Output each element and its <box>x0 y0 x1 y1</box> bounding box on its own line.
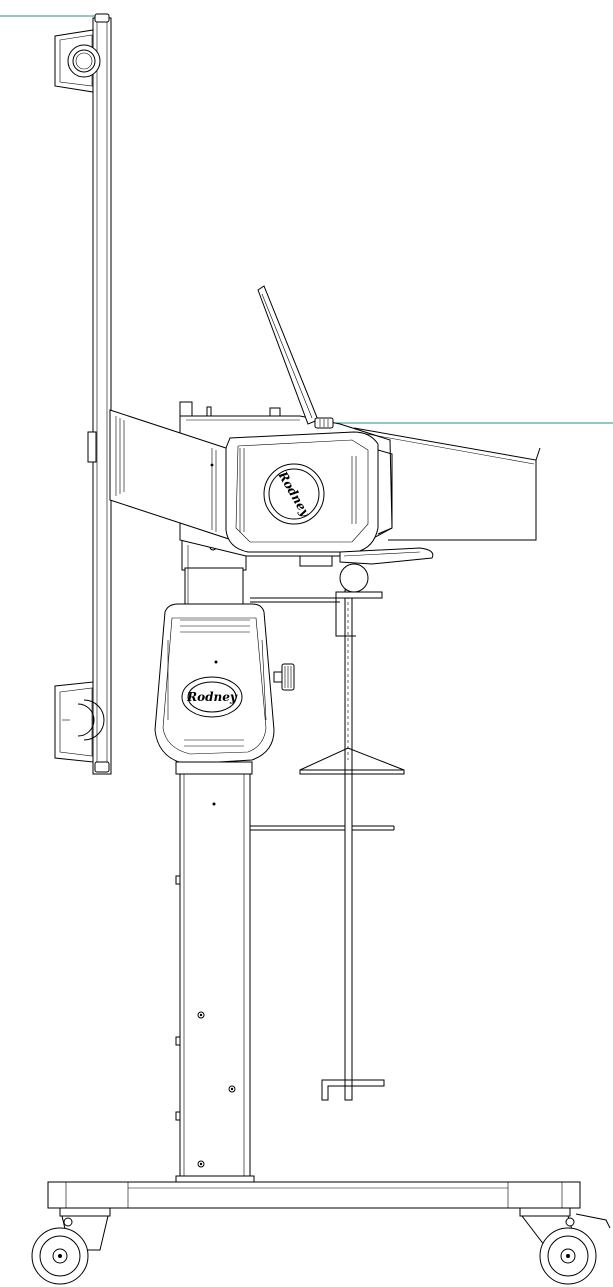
brand-logo-upper: Rodney <box>263 463 325 525</box>
lid-knob <box>314 417 334 429</box>
cross-arm <box>250 597 340 603</box>
open-lid <box>257 285 319 425</box>
vertical-target-board <box>87 13 112 775</box>
brand-logo-lower: Rodney <box>181 676 243 718</box>
lower-tray-bracket <box>299 547 434 567</box>
main-column <box>175 539 251 1183</box>
side-tray-panel <box>353 427 541 541</box>
base-frame <box>47 1175 581 1209</box>
left-caster-wheel <box>31 1207 111 1285</box>
right-caster-wheel <box>519 1207 611 1285</box>
lower-target-clamp <box>54 681 105 763</box>
pointer-rod <box>299 563 405 1101</box>
brand-logo-lower-text: Rodney <box>186 690 238 704</box>
upper-target-clamp <box>54 29 101 93</box>
shelf-bar <box>250 825 395 831</box>
